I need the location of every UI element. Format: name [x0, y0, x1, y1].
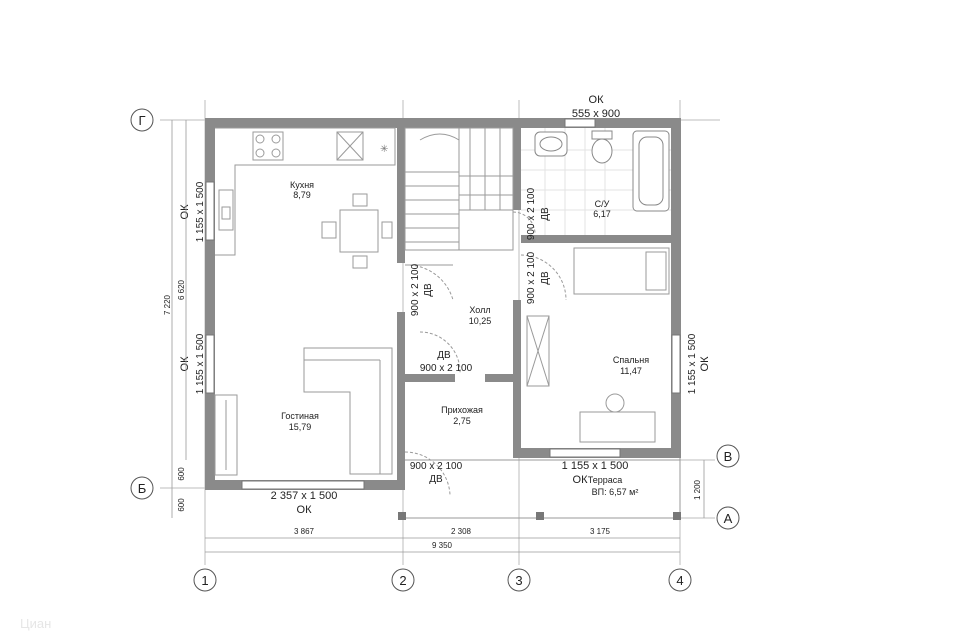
axis-label-4: 4	[676, 573, 683, 588]
window-left-lower-label: ОК	[179, 356, 191, 372]
door-terrace-label: ДВ	[429, 474, 443, 485]
window-right-label: ОК	[699, 356, 711, 372]
window-openings	[205, 118, 681, 490]
axis-label-a: А	[724, 511, 733, 526]
living-furniture	[214, 347, 393, 476]
window-terrace-size: 1 155 x 1 500	[562, 460, 629, 472]
staircase	[404, 127, 514, 251]
door-swings	[404, 211, 567, 496]
window-right-size: 1 155 x 1 500	[687, 333, 698, 394]
dim-left-total: 7 220	[163, 294, 172, 315]
window-left-upper-size: 1 155 x 1 500	[195, 181, 206, 242]
window-left-upper-label: ОК	[179, 204, 191, 220]
window-bottom-label: ОК	[297, 504, 313, 516]
living-area: 15,79	[289, 422, 312, 432]
dim-bottom-2: 2 308	[451, 527, 472, 536]
terrace-name: Терраса	[588, 475, 623, 485]
door-terrace-size: 900 x 2 100	[410, 461, 463, 472]
dimension-lines: 3 867 2 308 3 175 9 350 7 220 6 620 600 …	[163, 120, 705, 553]
door-kitchen-label: ДВ	[423, 283, 434, 297]
svg-text:✳: ✳	[380, 144, 388, 155]
axis-markers: Г В Б А 1 2 3 4	[130, 108, 740, 592]
bath-name: С/У	[595, 199, 610, 209]
door-bath-size: 900 x 2 100	[526, 187, 537, 240]
door-labels: 900 x 2 100 ДВ 900 x 2 100 ДВ 900 x 2 10…	[410, 187, 551, 485]
walls	[205, 118, 681, 490]
axis-label-3: 3	[515, 573, 522, 588]
door-entry-label: ДВ	[437, 350, 451, 361]
dim-left-seg-b: 600	[177, 498, 186, 512]
terrace	[398, 458, 681, 520]
bedroom-name: Спальня	[613, 355, 649, 365]
window-bottom-size: 2 357 x 1 500	[271, 490, 338, 502]
terrace-area: ВП: 6,57 м²	[592, 487, 639, 497]
axis-label-v: В	[724, 449, 733, 464]
watermark: Циан	[20, 616, 51, 631]
dim-left-seg-a: 600	[177, 467, 186, 481]
entry-area: 2,75	[453, 416, 471, 426]
axis-label-b: Б	[138, 481, 147, 496]
kitchen-furniture: ✳	[215, 127, 396, 269]
door-kitchen-size: 900 x 2 100	[410, 263, 421, 316]
hall-area: 10,25	[469, 316, 492, 326]
dim-bottom-1: 3 867	[294, 527, 315, 536]
room-labels: Кухня 8,79 Гостиная 15,79 Холл 10,25 При…	[281, 180, 649, 497]
door-bedroom-label: ДВ	[540, 271, 551, 285]
axis-label-2: 2	[399, 573, 406, 588]
kitchen-area: 8,79	[293, 190, 311, 200]
window-top-label: ОК	[589, 94, 605, 106]
window-terrace-label: ОК	[573, 474, 589, 486]
bedroom-area: 11,47	[620, 366, 642, 376]
axis-label-1: 1	[201, 573, 208, 588]
window-top-size: 555 x 900	[572, 108, 620, 120]
bathroom-fixtures	[521, 128, 671, 235]
kitchen-name: Кухня	[290, 180, 314, 190]
dim-bottom-total: 9 350	[432, 541, 453, 550]
window-labels: ОК 555 x 900 2 357 x 1 500 ОК 1 155 x 1 …	[179, 94, 711, 516]
dim-right-terrace: 1 200	[693, 479, 702, 500]
hall-name: Холл	[469, 305, 490, 315]
living-name: Гостиная	[281, 411, 319, 421]
axis-label-g: Г	[138, 113, 145, 128]
window-left-lower-size: 1 155 x 1 500	[195, 333, 206, 394]
entry-name: Прихожая	[441, 405, 483, 415]
bedroom-furniture	[526, 247, 670, 443]
door-bedroom-size: 900 x 2 100	[526, 251, 537, 304]
door-bath-label: ДВ	[540, 207, 551, 221]
door-entry-size: 900 x 2 100	[420, 363, 473, 374]
dim-bottom-3: 3 175	[590, 527, 611, 536]
dim-left-inner: 6 620	[177, 279, 186, 300]
bath-area: 6,17	[593, 209, 611, 219]
